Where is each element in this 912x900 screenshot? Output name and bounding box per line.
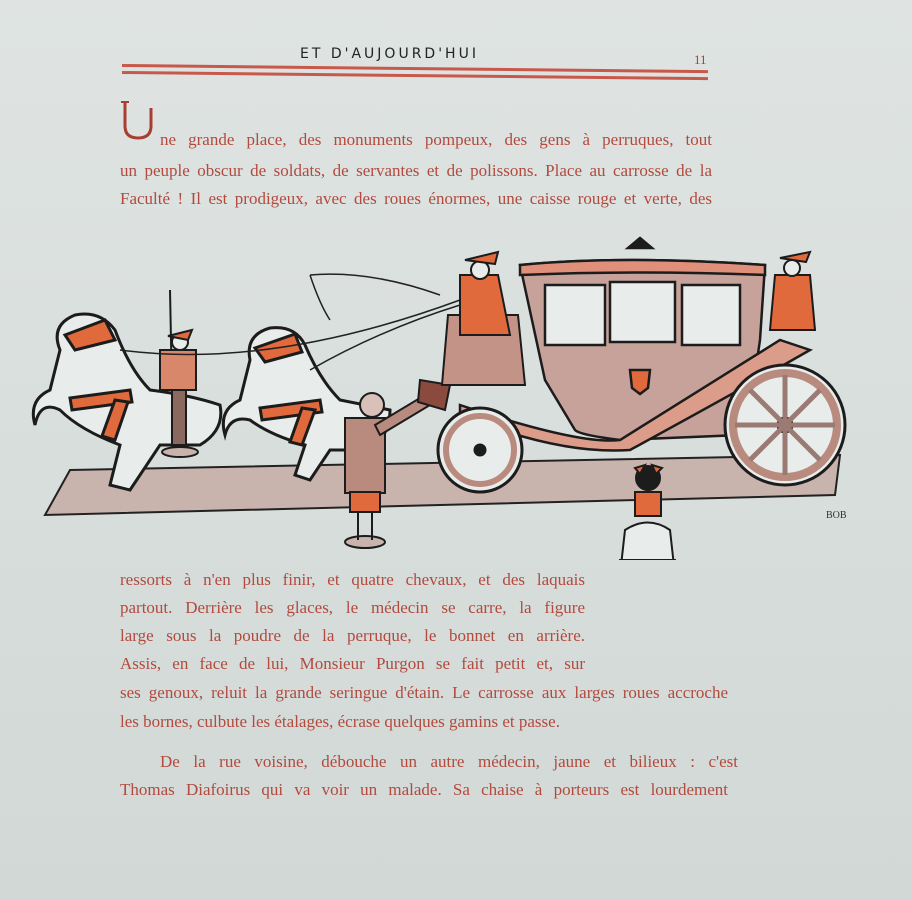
illustrator-signature: BOB: [826, 510, 847, 521]
running-title: ET D'AUJOURD'HUI: [300, 46, 479, 62]
text-line: large sous la poudre de la perruque, le …: [120, 626, 585, 645]
text-line: ressorts à n'en plus finir, et quatre ch…: [120, 570, 585, 589]
drop-cap-u: [121, 101, 153, 140]
text-line: Thomas Diafoirus qui va voir un malade. …: [120, 780, 728, 799]
boy-figure: [344, 378, 452, 549]
horse-icon: [31, 312, 223, 492]
rear-wheel: [723, 363, 847, 487]
header-rule-bottom: [121, 71, 708, 81]
carriage-illustration: [31, 236, 847, 560]
text-line: partout. Derrière les glaces, le médecin…: [120, 598, 585, 617]
front-wheel: [436, 406, 524, 494]
text-line: De la rue voisine, débouche un autre méd…: [160, 752, 738, 771]
footman-figure: [768, 250, 817, 331]
text-line: les bornes, culbute les étalages, écrase…: [120, 712, 560, 731]
text-line: Faculté ! Il est prodigeux, avec des rou…: [120, 189, 712, 208]
soldier-figure: [159, 289, 199, 458]
coachman-figure: [440, 250, 527, 386]
text-line: ses genoux, reluit la grande seringue d'…: [120, 683, 728, 702]
text-line: un peuple obscur de soldats, de servante…: [120, 161, 712, 180]
girl-figure: [618, 463, 677, 560]
carriage-body: [458, 236, 814, 452]
text-line: Assis, en face de lui, Monsieur Purgon s…: [120, 654, 585, 673]
page-number: 11: [694, 52, 707, 67]
text-line: ne grande place, des monuments pompeux, …: [160, 130, 712, 149]
